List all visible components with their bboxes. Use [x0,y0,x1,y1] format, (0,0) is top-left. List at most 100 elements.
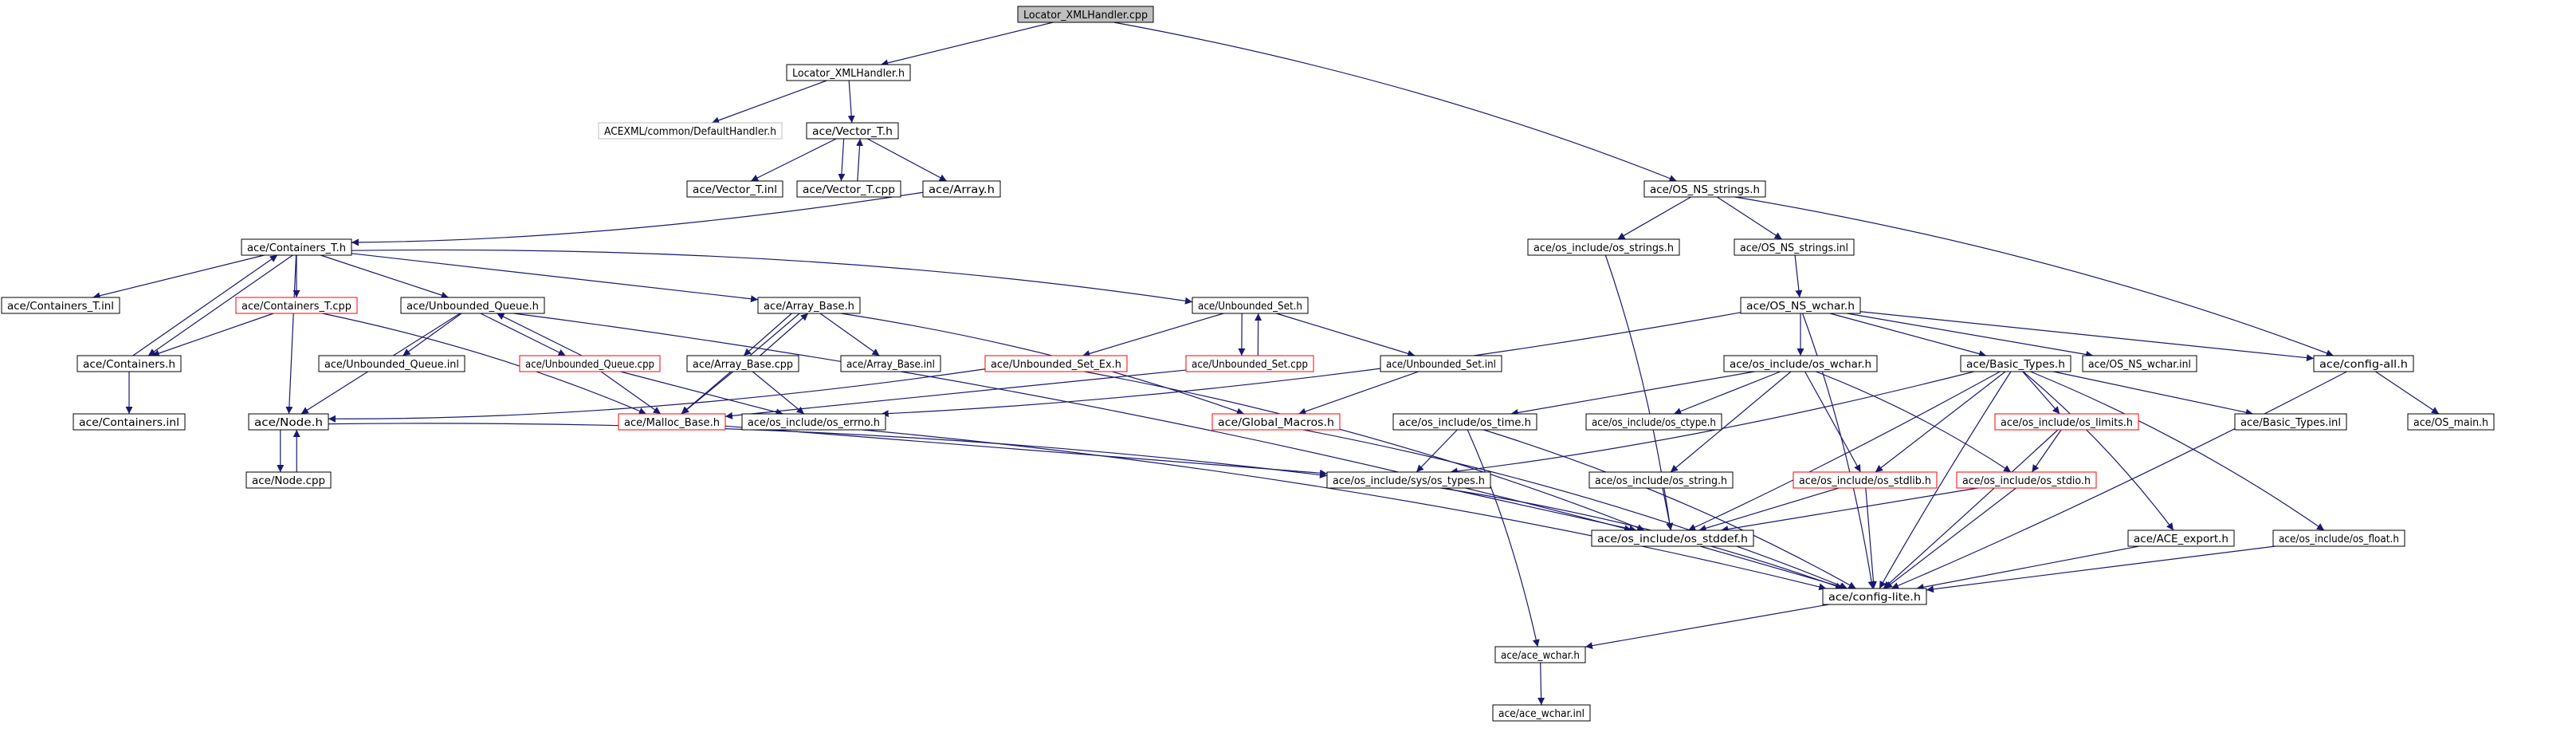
file-node[interactable]: ace/ace_wchar.inl [1492,704,1591,722]
file-node[interactable]: ace/Node.h [248,413,329,431]
file-node[interactable]: ace/Unbounded_Set.inl [1380,355,1502,372]
file-node[interactable]: ace/os_include/os_string.h [1588,471,1734,489]
file-node[interactable]: ace/ace_wchar.h [1494,646,1586,663]
file-node[interactable]: ace/Unbounded_Queue.h [400,297,545,314]
file-node[interactable]: ace/Containers_T.h [241,238,352,256]
file-node[interactable]: ace/os_include/os_ctype.h [1585,413,1722,431]
file-node[interactable]: Locator_XMLHandler.cpp [1017,6,1154,23]
file-node[interactable]: ace/Vector_T.h [806,122,899,140]
file-node-box[interactable] [2234,413,2347,431]
file-node[interactable]: ace/Array_Base.h [757,297,861,314]
file-node[interactable]: ace/os_include/os_float.h [2272,529,2405,547]
file-node-box[interactable] [1185,355,1314,372]
file-node-box[interactable] [984,355,1128,372]
file-node[interactable]: ace/os_include/os_stddef.h [1591,529,1754,547]
file-node[interactable]: ace/os_include/os_wchar.h [1723,355,1878,372]
file-node-box[interactable] [1740,297,1861,314]
file-node-box[interactable] [1591,529,1754,547]
file-node[interactable]: ace/OS_NS_strings.inl [1734,238,1855,256]
file-node[interactable]: ace/config-all.h [2313,355,2414,372]
file-node-box[interactable] [598,122,783,140]
file-node[interactable]: ace/Array_Base.inl [840,355,941,372]
file-node-box[interactable] [73,413,186,431]
file-node[interactable]: ace/Global_Macros.h [1211,413,1341,431]
file-node-box[interactable] [1527,238,1680,256]
file-node[interactable]: ace/Unbounded_Set.cpp [1185,355,1314,372]
file-node-box[interactable] [1326,471,1491,489]
file-node[interactable]: ace/OS_NS_wchar.h [1740,297,1861,314]
file-node-box[interactable] [757,297,861,314]
file-node[interactable]: ace/os_include/os_stdio.h [1956,471,2097,489]
file-node-box[interactable] [2272,529,2405,547]
file-node-box[interactable] [1,297,120,314]
file-node-box[interactable] [1494,646,1586,663]
file-node-box[interactable] [2082,355,2197,372]
file-node-box[interactable] [77,355,182,372]
file-node-box[interactable] [618,413,726,431]
file-node-box[interactable] [1960,355,2071,372]
file-node-box[interactable] [241,238,352,256]
file-node[interactable]: ace/Array.h [922,180,1001,198]
file-node[interactable]: ace/Containers.inl [73,413,186,431]
file-node-box[interactable] [1793,471,1938,489]
file-node[interactable]: ace/OS_NS_strings.h [1643,180,1766,198]
file-node-box[interactable] [796,180,901,198]
file-node-box[interactable] [1994,413,2139,431]
file-node-box[interactable] [1643,180,1766,198]
file-node[interactable]: ace/os_include/os_errno.h [741,413,886,431]
file-node[interactable]: ace/os_include/os_time.h [1392,413,1537,431]
file-node-box[interactable] [1192,297,1309,314]
file-node[interactable]: ace/config-lite.h [1822,588,1927,605]
file-node[interactable]: ace/Unbounded_Set_Ex.h [984,355,1128,372]
file-node-box[interactable] [2127,529,2235,547]
file-node-box[interactable] [786,64,911,81]
file-node-box[interactable] [248,413,329,431]
file-node[interactable]: ace/Containers_T.inl [1,297,120,314]
file-node-box[interactable] [2407,413,2495,431]
file-node-box[interactable] [1734,238,1855,256]
file-node[interactable]: ACEXML/common/DefaultHandler.h [598,122,783,140]
file-node[interactable]: ace/Unbounded_Queue.inl [318,355,465,372]
file-node-box[interactable] [1588,471,1734,489]
file-node[interactable]: ace/Basic_Types.h [1960,355,2071,372]
file-node-box[interactable] [1211,413,1341,431]
file-node-box[interactable] [1017,6,1154,23]
file-node[interactable]: ace/Containers_T.cpp [235,297,358,314]
file-node-box[interactable] [519,355,661,372]
file-node[interactable]: ace/Node.cpp [245,471,332,489]
file-node-box[interactable] [1723,355,1878,372]
file-node-box[interactable] [1956,471,2097,489]
file-node-box[interactable] [235,297,358,314]
file-node-box[interactable] [2313,355,2414,372]
file-node[interactable]: ace/OS_main.h [2407,413,2495,431]
file-node-box[interactable] [400,297,545,314]
file-node-box[interactable] [245,471,332,489]
file-node[interactable]: ace/Vector_T.inl [686,180,783,198]
file-node[interactable]: ace/ACE_export.h [2127,529,2235,547]
file-node[interactable]: ace/Containers.h [77,355,182,372]
file-node-box[interactable] [1492,704,1591,722]
file-node-box[interactable] [1822,588,1927,605]
file-node[interactable]: ace/Unbounded_Set.h [1192,297,1309,314]
file-node-box[interactable] [806,122,899,140]
file-node-box[interactable] [840,355,941,372]
file-node-box[interactable] [922,180,1001,198]
file-node[interactable]: ace/Unbounded_Queue.cpp [519,355,661,372]
file-node[interactable]: ace/Vector_T.cpp [796,180,901,198]
file-node-box[interactable] [741,413,886,431]
file-node[interactable]: ace/OS_NS_wchar.inl [2082,355,2197,372]
file-node[interactable]: ace/Malloc_Base.h [618,413,726,431]
file-node-box[interactable] [318,355,465,372]
file-node-box[interactable] [686,355,799,372]
file-node-box[interactable] [1380,355,1502,372]
file-node-box[interactable] [1392,413,1537,431]
file-node[interactable]: ace/os_include/sys/os_types.h [1326,471,1491,489]
file-node[interactable]: ace/os_include/os_limits.h [1994,413,2139,431]
file-node[interactable]: ace/os_include/os_stdlib.h [1793,471,1938,489]
file-node-box[interactable] [686,180,783,198]
file-node-box[interactable] [1585,413,1722,431]
file-node[interactable]: ace/Array_Base.cpp [686,355,799,372]
file-node[interactable]: ace/Basic_Types.inl [2234,413,2347,431]
file-node[interactable]: ace/os_include/os_strings.h [1527,238,1680,256]
file-node[interactable]: Locator_XMLHandler.h [786,64,911,81]
